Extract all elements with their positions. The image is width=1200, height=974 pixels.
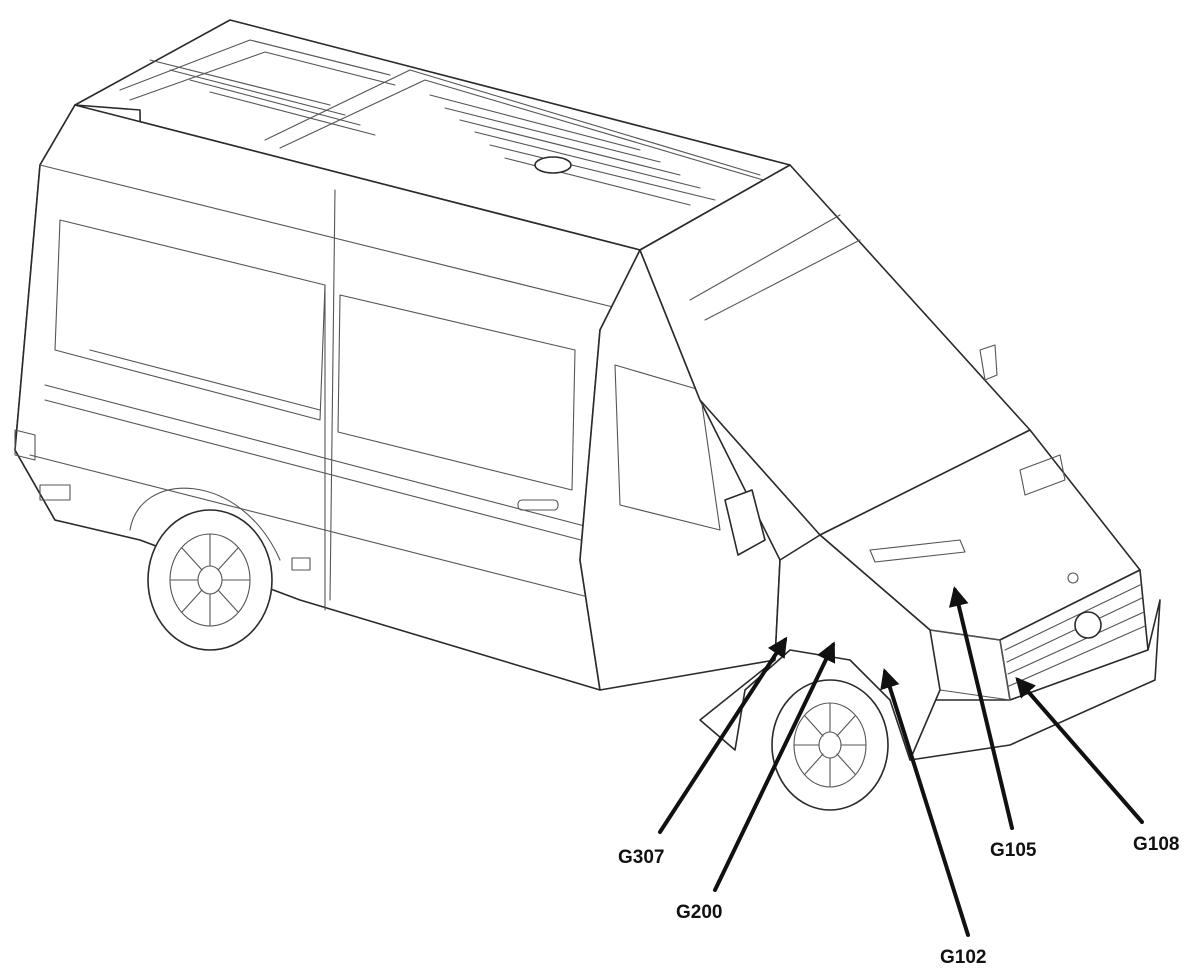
side-mirror (724, 489, 766, 556)
hood-vent-left (869, 539, 966, 563)
roof-ribs (119, 39, 771, 206)
sliding-door-window (337, 294, 576, 491)
rear-wheel-arch (129, 487, 281, 561)
hood-vent-right (1019, 454, 1066, 496)
antenna (979, 344, 998, 381)
side-body-lines (29, 164, 626, 611)
front-wheel (771, 679, 889, 811)
van-illustration (14, 19, 1161, 811)
arrow-g105 (949, 586, 1014, 830)
fuel-door (291, 557, 311, 571)
label-g108: G108 (1133, 834, 1179, 855)
arrow-g307 (658, 636, 788, 834)
front-door-window (614, 364, 721, 531)
label-g102: G102 (940, 947, 986, 968)
sliding-door-handle (517, 499, 559, 511)
arrow-g102 (880, 668, 970, 937)
windshield-top-lines (689, 214, 861, 321)
rear-bumper-step (39, 484, 71, 501)
label-g307: G307 (618, 847, 664, 868)
hood-emblem-dot (1067, 572, 1079, 584)
arrow-g108 (1015, 676, 1144, 824)
rear-wheel (147, 509, 273, 651)
callout-labels: G307 G200 G102 G105 G108 (618, 834, 1179, 968)
rear-side-window (54, 219, 326, 421)
callout-arrows (658, 586, 1144, 937)
arrow-g200 (713, 641, 836, 892)
front-emblem (1074, 611, 1102, 639)
roof-vent (534, 156, 572, 174)
label-g105: G105 (990, 840, 1037, 861)
rear-tail-light (14, 429, 36, 461)
grille-slats (1004, 584, 1146, 687)
label-g200: G200 (676, 902, 722, 923)
